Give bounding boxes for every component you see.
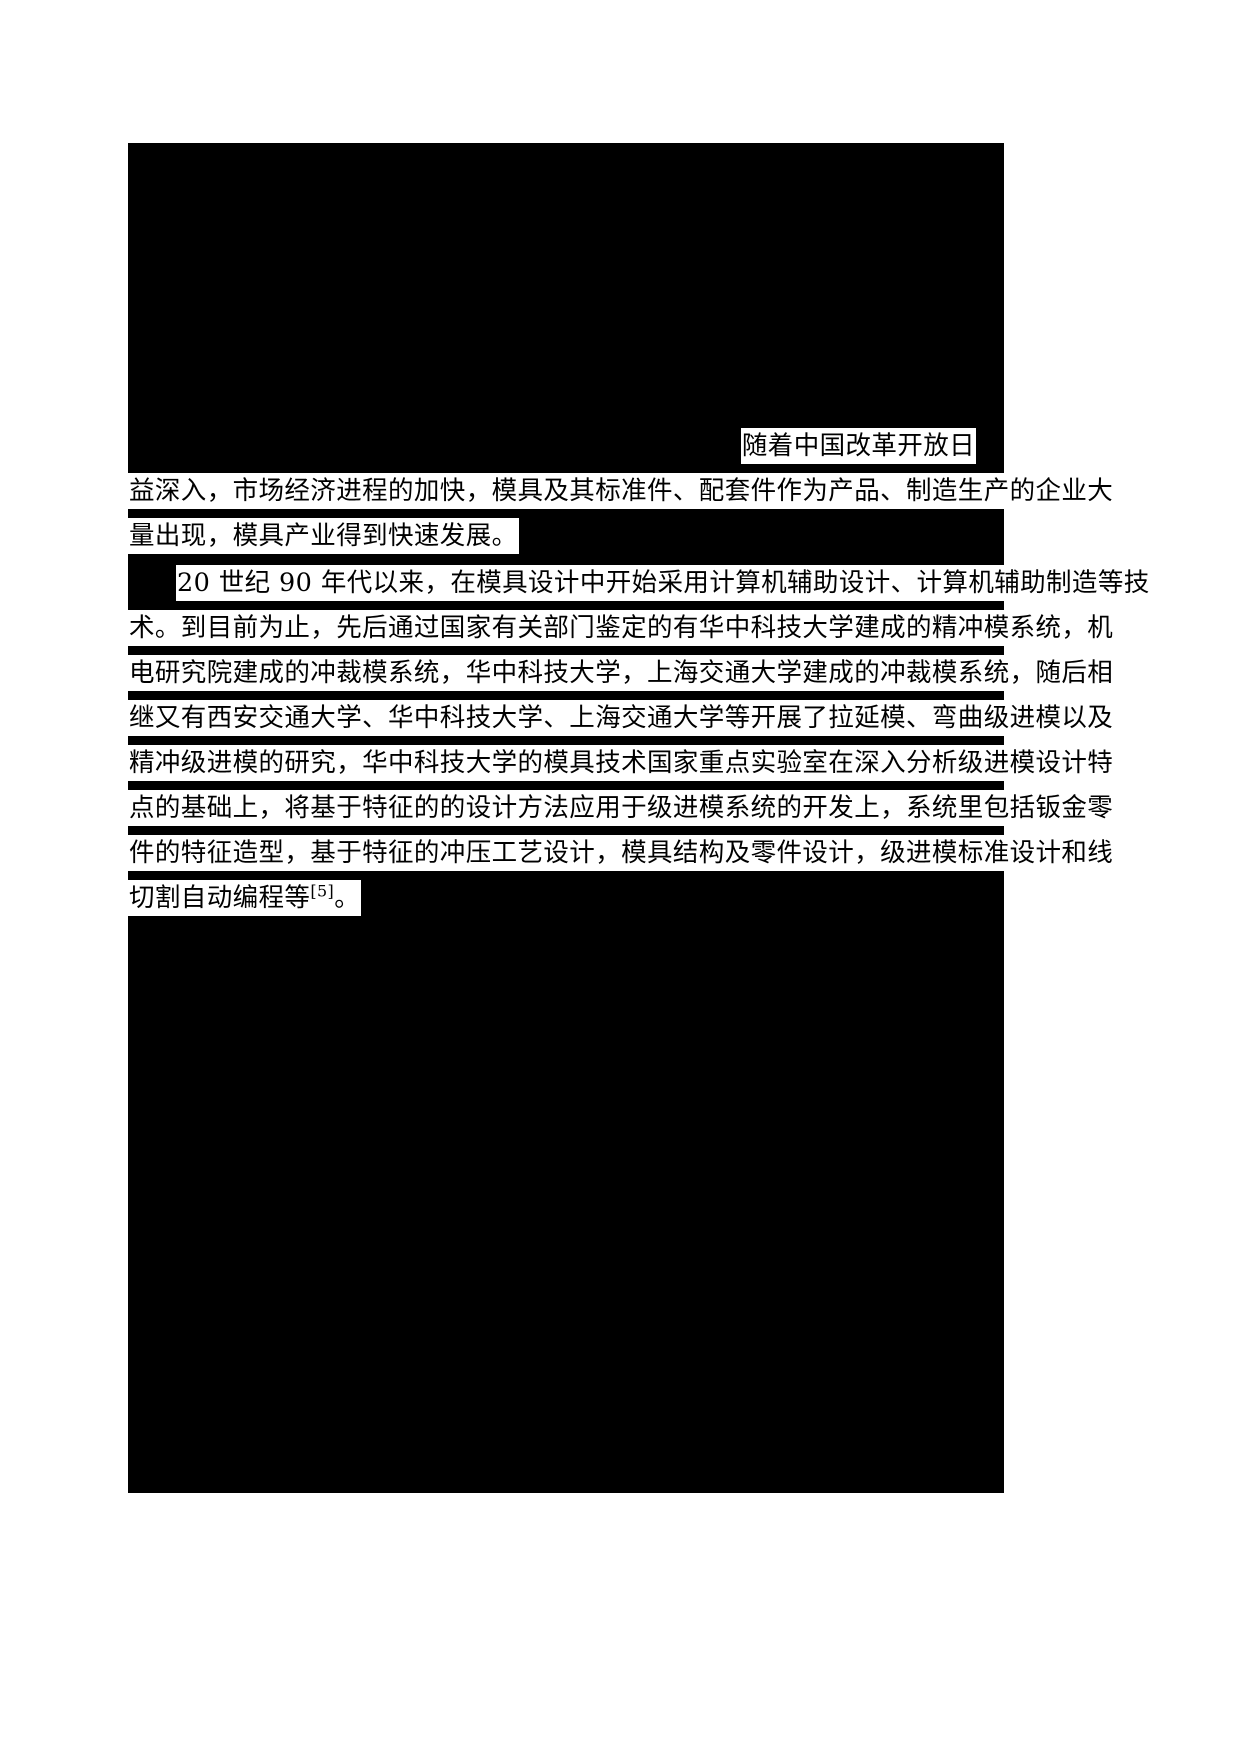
- text-line: 术。到目前为止，先后通过国家有关部门鉴定的有华中科技大学建成的精冲模系统，机: [128, 606, 1115, 649]
- final-line-punctuation: 。: [334, 883, 361, 913]
- text-line-content: 精冲级进模的研究，华中科技大学的模具技术国家重点实验室在深入分析级进模设计特: [128, 745, 1115, 781]
- text-line-content: 20 世纪 90 年代以来，在模具设计中开始采用计算机辅助设计、计算机辅助制造等…: [176, 565, 1151, 601]
- text-line: 益深入，市场经济进程的加快，模具及其标准件、配套件作为产品、制造生产的企业大: [128, 469, 1115, 512]
- text-line-content: 点的基础上，将基于特征的的设计方法应用于级进模系统的开发上，系统里包括钣金零: [128, 790, 1115, 826]
- text-line-content-final: 切割自动编程等[5]。: [128, 880, 362, 916]
- text-line-content: 益深入，市场经济进程的加快，模具及其标准件、配套件作为产品、制造生产的企业大: [128, 473, 1115, 509]
- text-line-content: 随着中国改革开放日: [740, 428, 976, 464]
- body-text-column: 随着中国改革开放日 益深入，市场经济进程的加快，模具及其标准件、配套件作为产品、…: [128, 424, 1151, 919]
- text-line: 点的基础上，将基于特征的的设计方法应用于级进模系统的开发上，系统里包括钣金零: [128, 786, 1115, 829]
- text-line: 继又有西安交通大学、华中科技大学、上海交通大学等开展了拉延模、弯曲级进模以及: [128, 696, 1115, 739]
- reference-superscript: [5]: [310, 881, 335, 901]
- text-line-content: 电研究院建成的冲裁模系统，华中科技大学，上海交通大学建成的冲裁模系统，随后相: [128, 655, 1115, 691]
- text-line: 量出现，模具产业得到快速发展。: [128, 514, 1108, 557]
- text-line: 精冲级进模的研究，华中科技大学的模具技术国家重点实验室在深入分析级进模设计特: [128, 741, 1115, 784]
- text-line: 切割自动编程等[5]。: [128, 876, 1108, 919]
- text-line: 随着中国改革开放日: [128, 424, 1108, 467]
- text-line: 20 世纪 90 年代以来，在模具设计中开始采用计算机辅助设计、计算机辅助制造等…: [128, 561, 1151, 604]
- text-line-content: 继又有西安交通大学、华中科技大学、上海交通大学等开展了拉延模、弯曲级进模以及: [128, 700, 1115, 736]
- text-line-content: 件的特征造型，基于特征的冲压工艺设计，模具结构及零件设计，级进模标准设计和线: [128, 835, 1115, 871]
- final-line-text: 切割自动编程等: [129, 883, 311, 913]
- text-line-content: 量出现，模具产业得到快速发展。: [128, 518, 519, 554]
- text-line: 电研究院建成的冲裁模系统，华中科技大学，上海交通大学建成的冲裁模系统，随后相: [128, 651, 1115, 694]
- text-line-content: 术。到目前为止，先后通过国家有关部门鉴定的有华中科技大学建成的精冲模系统，机: [128, 610, 1115, 646]
- text-line: 件的特征造型，基于特征的冲压工艺设计，模具结构及零件设计，级进模标准设计和线: [128, 831, 1115, 874]
